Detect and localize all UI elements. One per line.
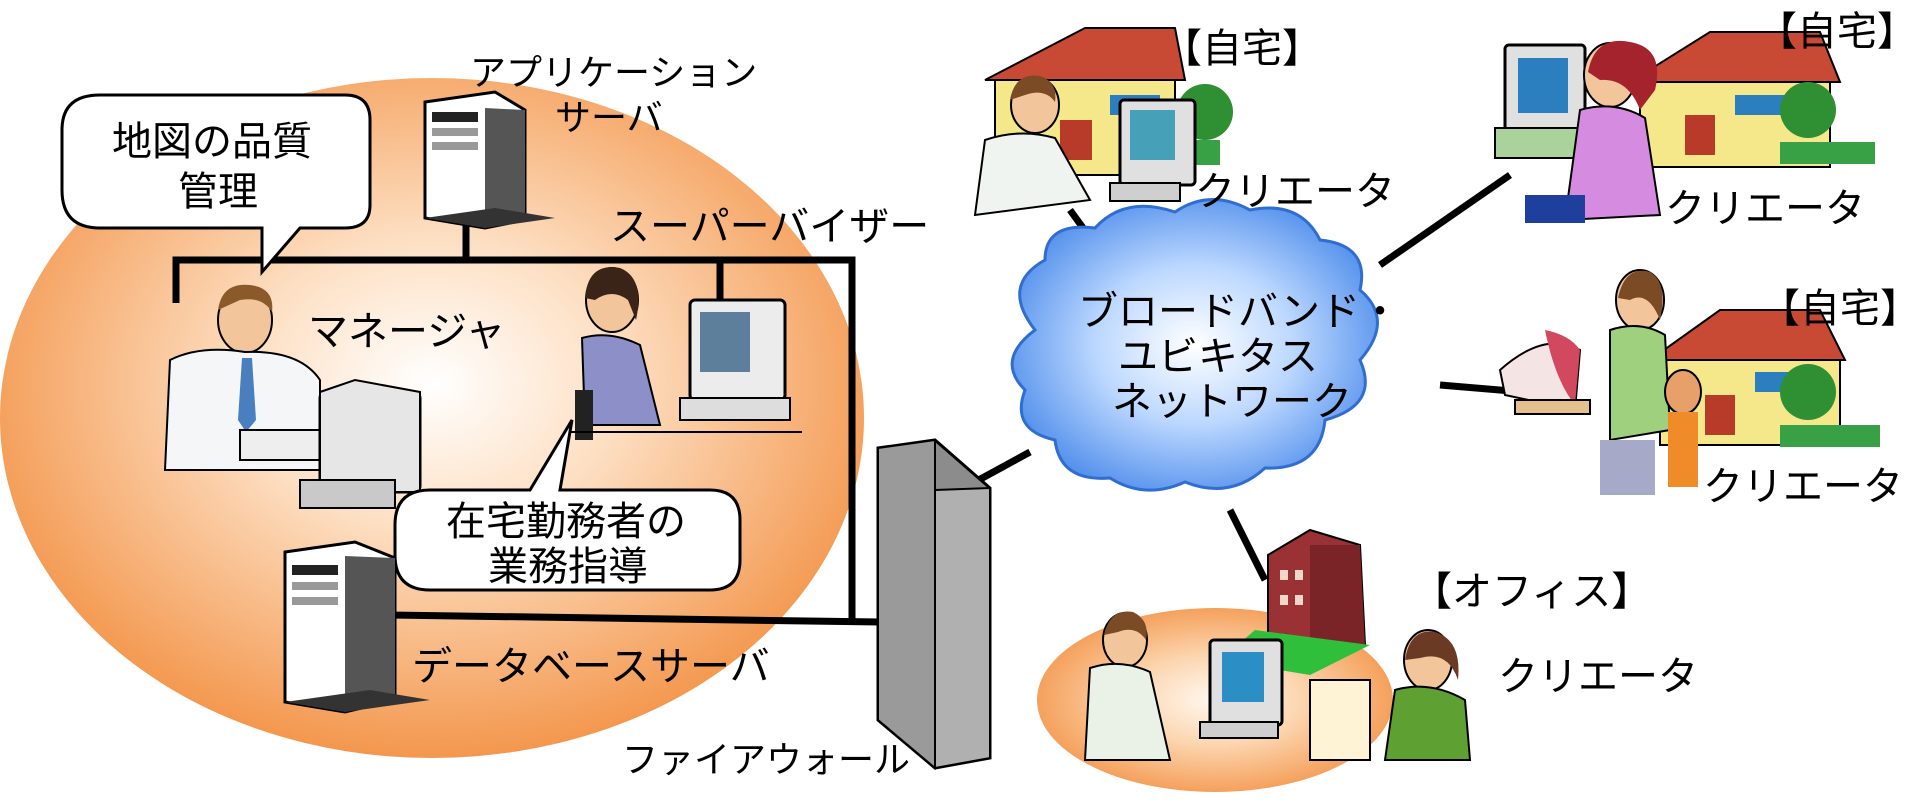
cloud-label-1: ブロードバンド・ bbox=[1078, 289, 1400, 335]
office-computer-icon bbox=[1199, 638, 1284, 739]
home-3-creator-person-icon bbox=[1600, 269, 1702, 495]
home-3-label: 【自宅】 bbox=[1760, 286, 1912, 332]
callout-guidance-line-2: 業務指導 bbox=[488, 544, 648, 590]
callout-guidance-line-1: 在宅勤務者の bbox=[446, 499, 686, 545]
app-server-label-1: アプリケーション bbox=[470, 53, 757, 94]
callout-quality-line-1: 地図の品質 bbox=[112, 119, 312, 165]
manager-person-icon bbox=[163, 284, 331, 471]
network-cloud bbox=[1010, 198, 1379, 492]
callout-guidance bbox=[393, 419, 742, 592]
supervisor-computer-icon bbox=[570, 298, 802, 433]
manager-computer-icon bbox=[299, 378, 422, 509]
creator-4-label: クリエータ bbox=[1498, 654, 1698, 700]
manager-label: マネージャ bbox=[308, 309, 505, 355]
home-2-label: 【自宅】 bbox=[1757, 9, 1912, 55]
firewall-label: ファイアウォール bbox=[622, 740, 910, 781]
supervisor-person-icon bbox=[575, 267, 662, 440]
home-1-creator-person-icon bbox=[973, 75, 1092, 217]
firewall-icon bbox=[876, 438, 992, 771]
supervisor-label: スーパーバイザー bbox=[610, 204, 929, 250]
callout-quality-line-2: 管理 bbox=[178, 169, 258, 215]
home-2-house-icon bbox=[1626, 31, 1875, 168]
creator-2-label: クリエータ bbox=[1665, 186, 1865, 232]
cloud-label-2: ユビキタス bbox=[1118, 334, 1318, 380]
db-server-label: データベースサーバ bbox=[412, 644, 770, 690]
office-creator-1-person-icon bbox=[1083, 611, 1172, 761]
app-server-icon bbox=[423, 90, 555, 230]
callout-quality bbox=[60, 93, 372, 277]
db-server-icon bbox=[283, 540, 430, 714]
office-creator-2-person-icon bbox=[1309, 629, 1472, 761]
creator-3-label: クリエータ bbox=[1703, 464, 1903, 510]
home-1-label: 【自宅】 bbox=[1162, 26, 1322, 72]
home-2-computer-icon bbox=[1494, 43, 1587, 159]
app-server-label-2: サーバ bbox=[555, 98, 663, 139]
home-3-computer-icon bbox=[1498, 330, 1591, 415]
office-label: 【オフィス】 bbox=[1412, 569, 1651, 615]
creator-1-label: クリエータ bbox=[1195, 169, 1395, 215]
home-2-creator-person-icon bbox=[1525, 40, 1662, 223]
cloud-label-3: ネットワーク bbox=[1112, 379, 1352, 425]
home-1-computer-icon bbox=[1109, 98, 1197, 202]
